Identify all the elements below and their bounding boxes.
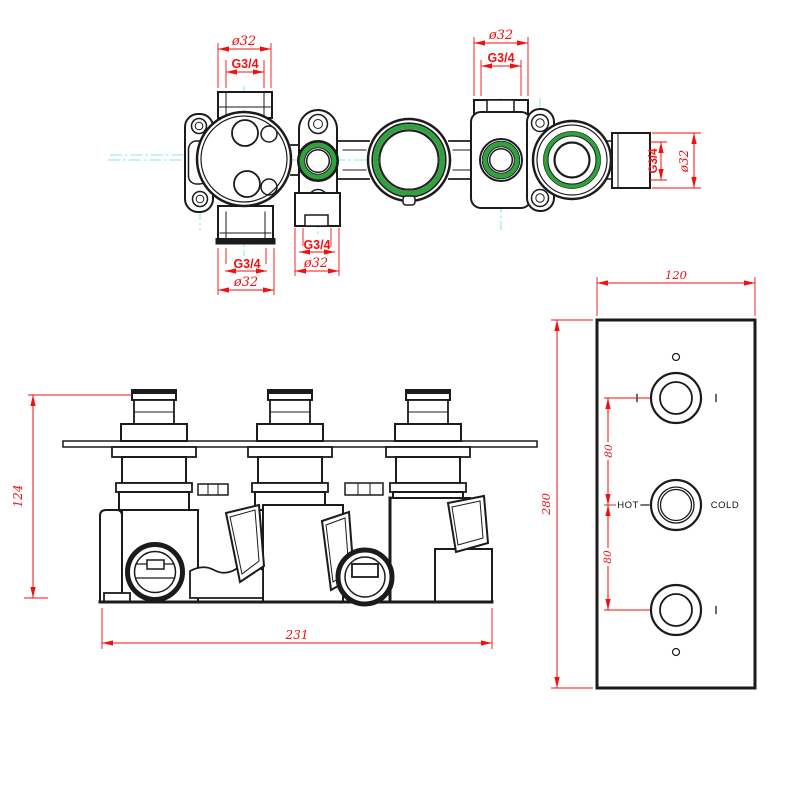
dim-port-top-left: ø32 G3/4 [217, 34, 272, 88]
dim-port-bottom-middle: G3/4 ø32 [294, 228, 340, 276]
dim-label-dia: ø32 [677, 150, 691, 174]
dim-label-width: 231 [285, 628, 309, 642]
seal-ring [299, 142, 337, 180]
retaining-clip-1 [224, 503, 266, 584]
dim-front-height: 124 [11, 394, 132, 599]
hot-label: HOT [617, 500, 639, 511]
dim-label-dia: ø32 [233, 275, 258, 290]
dim-port-bottom-left: G3/4 ø32 [217, 248, 275, 295]
knob-bottom [649, 583, 703, 637]
retainer-tabs [197, 483, 229, 496]
top-view: ø32 G3/4 G3/4 ø32 G3/4 ø32 [108, 28, 701, 295]
dim-label-plate-width: 120 [665, 268, 687, 282]
dim-port-top-right: ø32 G3/4 [473, 28, 529, 96]
dim-front-width: 231 [101, 608, 493, 649]
outlet-port-1 [125, 542, 185, 602]
right-extension [434, 548, 493, 603]
knob-top [649, 371, 703, 425]
cold-label: COLD [711, 500, 739, 511]
dim-label-thread: G3/4 [231, 57, 258, 71]
retaining-clip-3 [446, 494, 490, 554]
dim-plate-height: 280 [539, 319, 593, 689]
flanged-outlet-b [470, 99, 532, 209]
dim-port-right: G3/4 ø32 [648, 132, 701, 189]
seal-ring [373, 124, 445, 196]
screw-hole-top [671, 352, 681, 362]
dim-label-plate-height: 280 [539, 493, 553, 516]
valve-stem-1 [111, 389, 197, 511]
side-port-cap [605, 132, 651, 189]
valve-stem-2 [247, 389, 333, 511]
valve-cartridge-3 [526, 108, 613, 212]
dim-plate-width: 120 [596, 268, 756, 316]
retainer-tabs [344, 482, 384, 496]
dim-label-spacing-top: 80 [603, 444, 615, 458]
dim-label-thread: G3/4 [487, 51, 514, 65]
dim-knob-spacing: 80 80 [602, 397, 650, 611]
valve-cartridge-2 [366, 117, 452, 206]
dim-label-thread: G3/4 [648, 148, 660, 174]
dim-label-dia: ø32 [303, 256, 328, 271]
dim-label-thread: G3/4 [303, 238, 330, 252]
flanged-outlet-a [294, 109, 341, 227]
outlet-port-2 [335, 547, 395, 607]
dim-label-dia: ø32 [231, 34, 256, 49]
faceplate-view: HOT COLD 120 280 80 80 [539, 268, 757, 690]
dim-label-dia: ø32 [488, 28, 513, 43]
screw-hole-bottom [671, 647, 681, 657]
front-view: 124 231 [11, 389, 538, 649]
port-opening-bottom-left [215, 238, 276, 245]
dim-label-thread: G3/4 [233, 257, 260, 271]
left-bracket [99, 509, 123, 603]
dim-label-spacing-bottom: 80 [602, 550, 614, 564]
dim-label-height: 124 [11, 485, 25, 508]
seal-ring [543, 131, 601, 189]
valve-cartridge-1 [195, 91, 293, 245]
valve-body [98, 482, 494, 607]
valve-stem-3 [385, 389, 471, 511]
knob-middle [649, 478, 703, 532]
seal-ring [482, 141, 520, 179]
